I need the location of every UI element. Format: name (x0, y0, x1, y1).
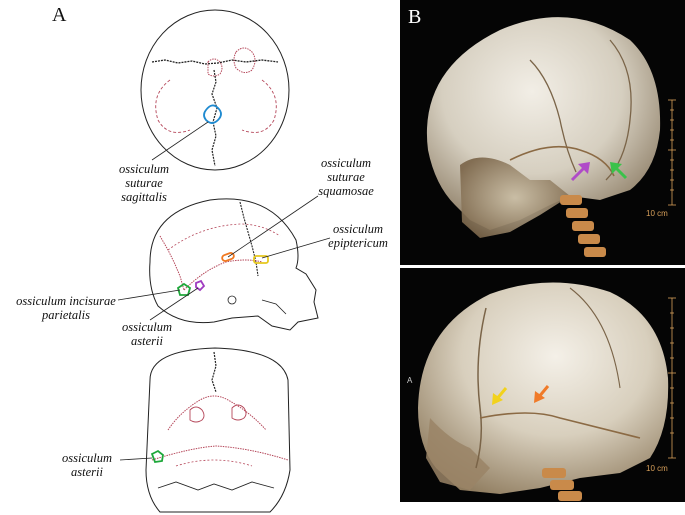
ct-top-scale-bar (668, 100, 676, 205)
skull-posterior-view (120, 348, 290, 512)
ct-bottom-scale-bar (668, 298, 676, 458)
label-squamosae: ossiculum suturae squamosae (300, 156, 392, 198)
label-sagittalis: ossiculum suturae sagittalis (98, 162, 190, 204)
label-squamosae-line1: ossiculum (300, 156, 392, 170)
label-squamosae-line2: suturae (300, 170, 392, 184)
label-asterii-posterior-line2: asterii (52, 465, 122, 479)
ct-top-skull (400, 0, 685, 265)
ct-render-bottom: A 10 cm (400, 268, 685, 502)
label-asterii-lateral-line2: asterii (112, 334, 182, 348)
panel-a-illustrations (0, 0, 400, 515)
label-sagittalis-line2: suturae (98, 176, 190, 190)
label-epiptericum-line1: ossiculum (318, 222, 398, 236)
skull-superior-view (141, 10, 289, 170)
label-sagittalis-line1: ossiculum (98, 162, 190, 176)
ossicle-sagittal-marker (204, 105, 221, 123)
ossicle-asterion-posterior-marker (152, 451, 163, 462)
panel-b-label: B (408, 6, 421, 29)
label-squamosae-line3: squamosae (300, 184, 392, 198)
label-asterii-lateral-line1: ossiculum (112, 320, 182, 334)
label-incisurae-line1: ossiculum incisurae (2, 294, 130, 308)
label-incisurae: ossiculum incisurae parietalis (2, 294, 130, 322)
ct-bottom-scale-label: 10 cm (646, 464, 668, 473)
ct-render-top: 10 cm (400, 0, 685, 265)
ct-bottom-skull (400, 268, 685, 502)
ct-top-spine (560, 195, 606, 257)
label-asterii-posterior: ossiculum asterii (52, 451, 122, 479)
ct-bottom-side-letter: A (407, 376, 412, 385)
label-epiptericum-line2: epiptericum (318, 236, 398, 250)
skull-lateral-view (118, 196, 330, 330)
ct-top-scale-label: 10 cm (646, 209, 668, 218)
label-sagittalis-line3: sagittalis (98, 190, 190, 204)
label-incisurae-line2: parietalis (2, 308, 130, 322)
label-asterii-lateral: ossiculum asterii (112, 320, 182, 348)
label-asterii-posterior-line1: ossiculum (52, 451, 122, 465)
label-epiptericum: ossiculum epiptericum (318, 222, 398, 250)
